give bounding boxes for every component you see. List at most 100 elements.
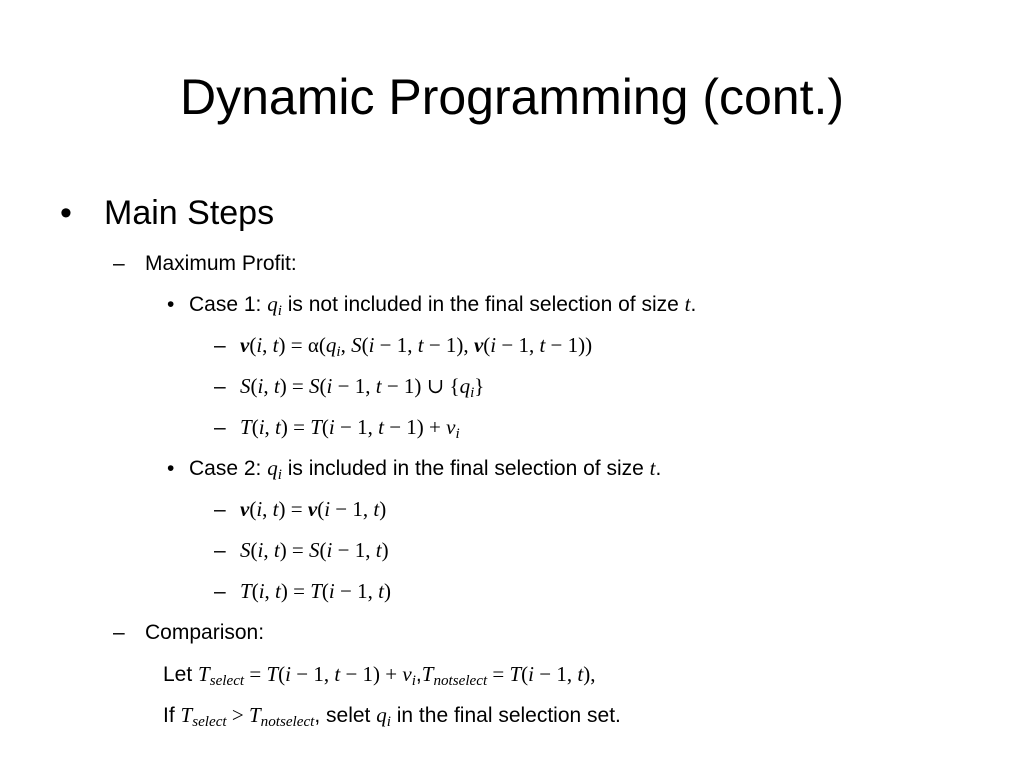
math-t: t: [378, 579, 384, 603]
case-1-equation-s: –S(i, t) = S(i − 1, t − 1) ∪ {qi}: [214, 372, 484, 401]
math-t-cap: T: [198, 662, 210, 686]
math-i: i: [256, 497, 263, 521]
math-op: (: [251, 579, 259, 603]
math-op: =: [244, 662, 267, 686]
case-1-equation-v: –v(i, t) = α(qi, S(i − 1, t − 1), v(i − …: [214, 331, 592, 360]
bullet-marker: •: [60, 194, 72, 232]
case-1-prefix: Case 1:: [189, 293, 268, 316]
math-op: − 1,: [334, 579, 379, 603]
math-i: i: [258, 415, 265, 439]
case-1-equation-t: –T(i, t) = T(i − 1, t − 1) + vi: [214, 413, 460, 442]
math-v: v: [307, 497, 318, 521]
dash-marker: –: [214, 539, 226, 562]
math-op: (: [321, 415, 329, 439]
if-condition-line: If Tselect > Tnotselect, selet qi in the…: [163, 701, 621, 730]
dash-marker: –: [113, 621, 125, 644]
case-1-end: .: [690, 293, 697, 316]
math-i: i: [258, 579, 265, 603]
case-1-item: •Case 1: qi is not included in the final…: [167, 290, 696, 319]
math-op: (: [319, 374, 327, 398]
math-t: t: [273, 538, 280, 562]
math-op: ): [381, 538, 389, 562]
math-op: − 1),: [423, 333, 474, 357]
math-op: ,: [263, 374, 274, 398]
math-i: i: [328, 415, 335, 439]
math-sub: notselect: [260, 713, 315, 730]
math-t-cap: T: [240, 579, 252, 603]
math-op: (: [361, 333, 369, 357]
math-t-cap: T: [266, 662, 279, 686]
math-q: q: [267, 456, 278, 480]
math-op: − 1,: [330, 497, 374, 521]
math-i: i: [528, 662, 535, 686]
math-i: i: [285, 662, 291, 686]
slide-title: Dynamic Programming (cont.): [179, 69, 845, 125]
math-op: >: [226, 703, 249, 727]
math-q: q: [325, 333, 337, 357]
math-sub: i: [411, 672, 416, 689]
math-s: S: [309, 538, 320, 562]
math-sub: i: [455, 425, 460, 442]
if-text-end: in the final selection set.: [390, 704, 621, 727]
math-op: − 1,: [291, 662, 335, 686]
math-op: ),: [583, 662, 596, 686]
math-op: ): [383, 579, 391, 603]
math-op: − 1)): [545, 333, 593, 357]
dash-marker: –: [113, 252, 125, 275]
let-prefix: Let: [163, 663, 199, 686]
math-t: t: [684, 292, 691, 316]
math-op: (: [521, 662, 529, 686]
math-op: =: [487, 662, 510, 686]
sub-bullet-maximum-profit: –Maximum Profit:: [113, 250, 297, 278]
math-t-cap: T: [248, 703, 261, 727]
math-t: t: [334, 662, 341, 686]
math-t: t: [275, 415, 281, 439]
math-op: (: [250, 538, 258, 562]
bullet-marker: •: [167, 457, 175, 480]
math-op: (: [249, 333, 257, 357]
math-t: t: [375, 374, 382, 398]
math-op: − 1) ∪ {: [381, 374, 460, 398]
sub-bullet-comparison: –Comparison:: [113, 619, 264, 647]
math-op: (: [317, 497, 325, 521]
math-sub: i: [277, 302, 282, 319]
math-v: v: [446, 415, 456, 439]
math-i: i: [324, 497, 331, 521]
math-op: ) =: [279, 538, 310, 562]
dash-marker: –: [214, 416, 226, 439]
math-sub: notselect: [433, 672, 488, 689]
let-definition-line: Let Tselect = T(i − 1, t − 1) + vi,Tnots…: [163, 660, 595, 689]
math-op: ) =: [280, 579, 311, 603]
case-2-item: •Case 2: qi is included in the final sel…: [167, 454, 661, 483]
math-op: (: [321, 579, 329, 603]
math-i: i: [326, 538, 333, 562]
math-t-cap: T: [509, 662, 522, 686]
if-prefix: If: [163, 704, 181, 727]
math-t-cap: T: [180, 703, 193, 727]
case-2-equation-s: –S(i, t) = S(i − 1, t): [214, 536, 389, 565]
math-op: − 1,: [334, 415, 379, 439]
math-v: v: [473, 333, 484, 357]
math-s: S: [240, 538, 251, 562]
math-sub: select: [192, 713, 227, 730]
math-op: − 1,: [534, 662, 578, 686]
math-t: t: [577, 662, 584, 686]
math-op: ,: [264, 579, 276, 603]
math-i: i: [490, 333, 497, 357]
math-op: ,: [263, 538, 274, 562]
math-t-cap: T: [310, 415, 322, 439]
math-q: q: [267, 292, 278, 316]
math-v: v: [240, 497, 250, 521]
case-1-text: is not included in the final selection o…: [281, 293, 685, 316]
math-op: ) =: [278, 497, 308, 521]
math-s: S: [351, 333, 362, 357]
dash-marker: –: [214, 375, 226, 398]
bullet-main-steps: •Main Steps: [60, 193, 274, 233]
math-s: S: [240, 374, 251, 398]
maximum-profit-text: Maximum Profit:: [145, 252, 297, 275]
math-t: t: [417, 333, 424, 357]
math-sub: select: [209, 672, 245, 689]
math-op: − 1,: [332, 374, 376, 398]
math-op: − 1) +: [340, 662, 403, 686]
math-op: ) =: [278, 333, 308, 357]
